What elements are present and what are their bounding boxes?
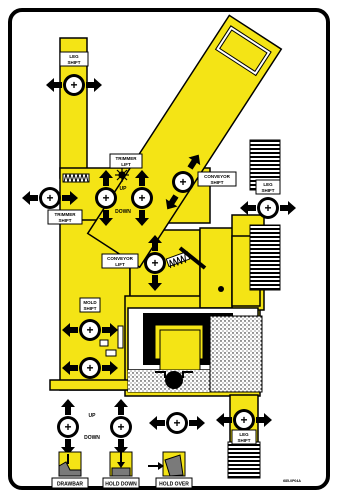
leg-shift-bottom-knob: + — [233, 409, 255, 431]
part-number: 685-0P04A — [283, 479, 301, 483]
knob-symbol: + — [64, 420, 71, 434]
knob-symbol: + — [240, 413, 247, 427]
label-text: SHIFT — [211, 180, 224, 185]
label-text: SHIFT — [59, 218, 72, 223]
label-conveyor-lift: CONVEYOR LIFT — [102, 254, 138, 268]
label-text: MOLD — [83, 300, 97, 305]
knob-symbol: + — [117, 420, 124, 434]
drawbar-knob: + — [57, 416, 79, 438]
label-text: SHIFT — [238, 438, 251, 443]
hold-down-icon — [110, 452, 132, 476]
knob-symbol: + — [46, 191, 53, 205]
label-text: TRIMMER — [116, 156, 138, 161]
spring-icon — [63, 174, 89, 182]
mold-shift-upper-knob: + — [79, 319, 101, 341]
trimmer-lift-right-knob: + — [131, 187, 153, 209]
mold-shift-lower-knob: + — [79, 357, 101, 379]
leg-ribs-bottom — [228, 442, 260, 478]
knob-symbol: + — [102, 191, 109, 205]
label-text: CONVEYOR — [107, 256, 134, 261]
label-text: SHIFT — [262, 188, 275, 193]
hold-over-label: HOLD OVER — [159, 482, 189, 488]
leg-shift-right-knob: + — [257, 197, 279, 219]
label-trimmer-shift: TRIMMER SHIFT — [48, 210, 82, 224]
label-text: LEG — [69, 54, 79, 59]
label-leg-shift-bottom: LEG SHIFT — [232, 430, 256, 444]
knob-symbol: + — [86, 361, 93, 375]
label-text: LEG — [263, 182, 273, 187]
trimmer-up-label: UP — [120, 186, 128, 192]
label-leg-shift-top: LEG SHIFT — [60, 52, 88, 66]
hold-over-knob: + — [166, 412, 188, 434]
hold-down-knob: + — [110, 416, 132, 438]
knob-symbol: + — [264, 201, 271, 215]
hold-down-label: HOLD DOWN — [105, 482, 137, 488]
conveyor-lift-knob: + — [144, 252, 166, 274]
label-text: LIFT — [121, 162, 131, 167]
label-text: LIFT — [115, 262, 125, 267]
knob-symbol: + — [173, 416, 180, 430]
lower-up-label: UP — [89, 413, 97, 419]
drawbar-label: DRAWBAR — [57, 482, 83, 488]
wheel-icon — [165, 371, 183, 389]
knob-symbol: + — [151, 256, 158, 270]
leg-ribs-right-lower — [250, 225, 280, 290]
label-text: SHIFT — [68, 60, 81, 65]
conveyor-shift-knob: + — [172, 171, 194, 193]
label-text: LEG — [239, 432, 249, 437]
knob-symbol: + — [138, 191, 145, 205]
knob-symbol: + — [70, 78, 77, 92]
trimmer-lift-left-knob: + — [95, 187, 117, 209]
label-conveyor-shift: CONVEYOR SHIFT — [198, 172, 236, 186]
knob-symbol: + — [86, 323, 93, 337]
knob-symbol: + — [179, 175, 186, 189]
label-mold-shift: MOLD SHIFT — [80, 298, 100, 312]
leg-shift-top-knob: + — [63, 74, 85, 96]
lower-down-label: DOWN — [84, 435, 100, 441]
label-text: SHIFT — [84, 306, 97, 311]
drawbar-icon — [59, 452, 81, 476]
trimmer-down-label: DOWN — [115, 209, 131, 215]
label-text: TRIMMER — [55, 212, 77, 217]
trimmer-shift-knob: + — [39, 187, 61, 209]
label-trimmer-lift: TRIMMER LIFT — [110, 154, 142, 168]
label-leg-shift-right: LEG SHIFT — [256, 180, 280, 194]
label-text: CONVEYOR — [204, 174, 231, 179]
sun-icon — [115, 168, 129, 182]
